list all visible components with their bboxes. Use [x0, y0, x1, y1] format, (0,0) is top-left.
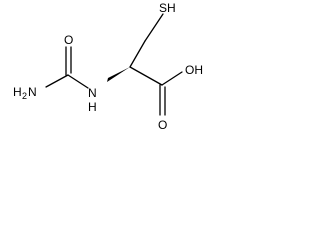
amine-subscript-label: 2 [22, 91, 27, 101]
bond-urea-c-nh2 [45, 74, 69, 88]
carboxyl-oxygen-label: O [158, 118, 167, 132]
hydroxyl-label: OH [185, 63, 203, 77]
amine-h-label: H [13, 85, 22, 99]
amide-n-label: N [88, 86, 97, 100]
bond-calpha-carboxyl-c [129, 66, 163, 86]
thiol-label: SH [159, 1, 176, 15]
urea-oxygen-label: O [64, 33, 73, 47]
bond-nh-urea-c [67, 74, 89, 89]
stereo-wedge-bond [107, 67, 130, 82]
bond-s-ch2 [144, 13, 164, 42]
bond-carboxyl-c-oh [161, 71, 183, 86]
bond-ch2-calpha [129, 40, 146, 68]
amine-n-label: N [28, 85, 37, 99]
amide-h-label: H [88, 100, 97, 114]
structure-diagram: SH O H 2 N N H OH O [13, 1, 203, 132]
